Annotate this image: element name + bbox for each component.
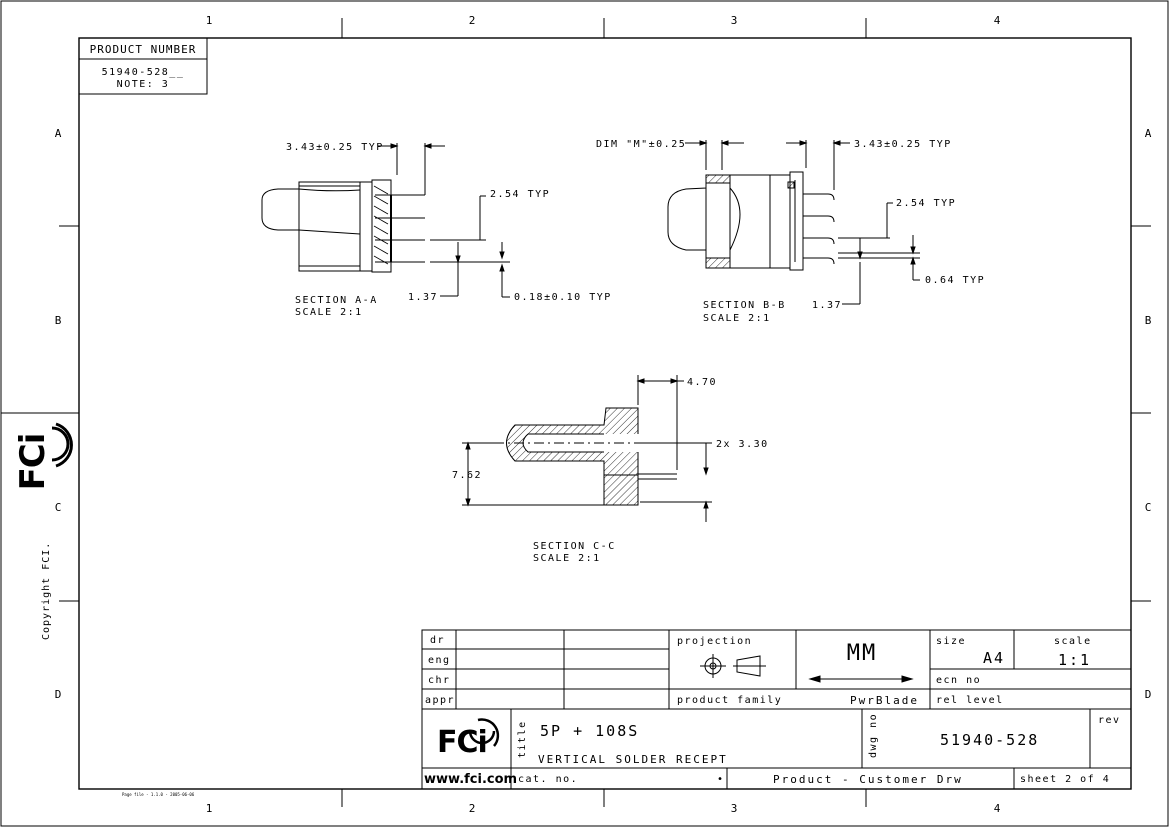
sec-c-dim-470: 4.70	[687, 377, 717, 388]
row-label: A	[1145, 127, 1154, 140]
tb-rev-label: rev	[1098, 715, 1121, 726]
copyright-text: Copyright FCI.	[41, 542, 52, 640]
section-a-view	[261, 143, 510, 298]
product-number-value: 51940-528__	[102, 67, 185, 78]
row-label: B	[55, 314, 64, 327]
tb-dwg-no: 51940-528	[940, 731, 1039, 749]
col-label: 3	[731, 802, 740, 815]
product-number-box: PRODUCT NUMBER 51940-528__ NOTE: 3	[78, 37, 208, 95]
sec-b-dim-064: 0.64 TYP	[925, 275, 985, 286]
sec-a-dim-018: 0.18±0.10 TYP	[514, 292, 612, 303]
tb-eng: eng	[428, 655, 451, 666]
sec-c-scale: SCALE 2:1	[533, 553, 601, 564]
tb-dwg-label: dwg no	[868, 713, 879, 758]
sec-b-pitch: 2.54 TYP	[896, 198, 956, 209]
sec-b-dim-137: 1.37	[812, 300, 842, 311]
col-label: 1	[206, 802, 215, 815]
row-label: C	[1145, 501, 1154, 514]
tb-appr: appr	[425, 695, 455, 706]
tb-logo-arcs	[468, 718, 500, 747]
side-logo-arcs	[51, 422, 73, 468]
sec-b-dim-m: DIM "M"±0.25	[596, 139, 686, 150]
sec-c-dim-330: 2x 3.30	[716, 439, 769, 450]
sec-b-scale: SCALE 2:1	[703, 313, 771, 324]
row-label: C	[55, 501, 64, 514]
tb-doc-type: Product - Customer Drw	[773, 773, 963, 786]
section-c-view	[462, 375, 712, 522]
tb-product-family: PwrBlade	[850, 694, 919, 707]
tb-product-family-label: product family	[677, 695, 782, 706]
sec-b-dim-typ: 3.43±0.25 TYP	[854, 139, 952, 150]
tb-size: A4	[983, 649, 1005, 667]
col-label: 2	[469, 14, 478, 27]
sec-a-label: SECTION A-A	[295, 295, 378, 306]
row-label: B	[1145, 314, 1154, 327]
sec-a-dim-137: 1.37	[408, 292, 438, 303]
tb-title-line2: VERTICAL SOLDER RECEPT	[538, 753, 728, 766]
sec-a-pitch: 2.54 TYP	[490, 189, 550, 200]
sec-a-dim-typ: 3.43±0.25 TYP	[286, 142, 384, 153]
section-b-view	[667, 140, 920, 305]
tb-units: MM	[847, 641, 878, 666]
row-label: D	[55, 688, 64, 701]
col-label: 3	[731, 14, 740, 27]
product-number-note: NOTE: 3	[117, 79, 170, 90]
tb-sheet: sheet 2 of 4	[1020, 774, 1110, 785]
tb-ecn: ecn no	[936, 675, 981, 686]
row-label: D	[1145, 688, 1154, 701]
tb-title-line1: 5P + 108S	[540, 722, 639, 740]
title-block	[421, 629, 1132, 790]
sec-c-dim-762: 7.62	[452, 470, 482, 481]
product-number-label: PRODUCT NUMBER	[90, 43, 197, 56]
tb-title-label: title	[517, 720, 528, 758]
tb-bullet: •	[717, 774, 725, 785]
tb-website: www.fci.com	[424, 772, 517, 787]
row-label: A	[55, 127, 64, 140]
tb-size-label: size	[936, 636, 966, 647]
col-label: 1	[206, 14, 215, 27]
tb-chr: chr	[428, 675, 451, 686]
zone-ticks	[1, 18, 1151, 807]
tb-projection: projection	[677, 636, 752, 647]
footer-note: Page file - 1.1.0 - 2005-06-06	[122, 792, 195, 797]
tb-rel-level: rel level	[936, 695, 1004, 706]
col-label: 4	[994, 14, 1003, 27]
sec-c-label: SECTION C-C	[533, 541, 616, 552]
tb-cat-label: cat. no.	[518, 774, 578, 785]
tb-dr: dr	[430, 635, 445, 646]
col-label: 4	[994, 802, 1003, 815]
side-logo-text: FCi	[13, 434, 53, 491]
tb-scale: 1:1	[1058, 651, 1091, 669]
col-label: 2	[469, 802, 478, 815]
sec-b-label: SECTION B-B	[703, 300, 786, 311]
side-logo: FCi	[13, 434, 53, 491]
tb-scale-label: scale	[1054, 636, 1092, 647]
sec-a-scale: SCALE 2:1	[295, 307, 363, 318]
